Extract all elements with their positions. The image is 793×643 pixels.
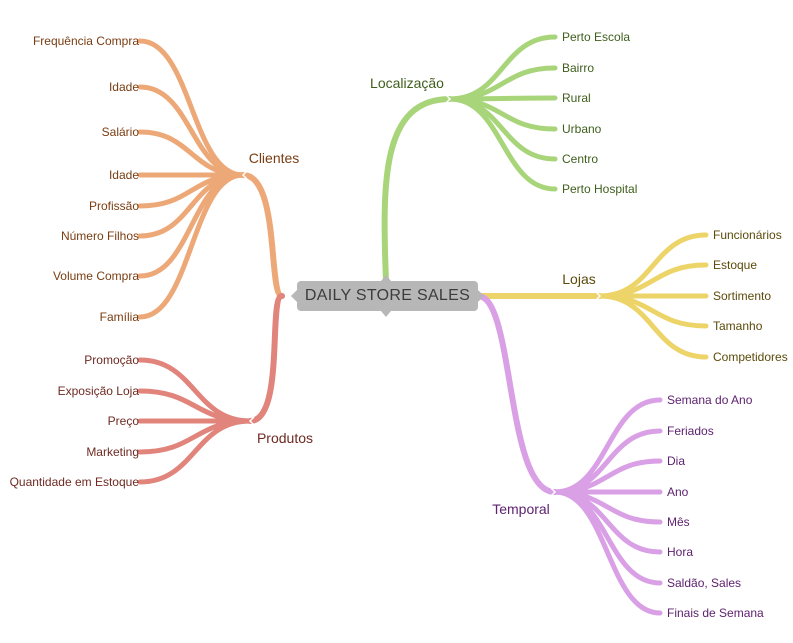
localizacao-leaf-3[interactable]: Urbano	[562, 122, 602, 136]
clientes-collapse-chevron-icon[interactable]	[241, 170, 248, 180]
temporal-leaf-link	[552, 489, 663, 616]
clientes-leaf-2[interactable]: Salário	[102, 125, 140, 139]
temporal-leaf-5[interactable]: Hora	[667, 545, 693, 559]
produtos-leaf-4[interactable]: Quantidade em Estoque	[10, 475, 140, 489]
produtos-leaf-0[interactable]: Promoção	[84, 353, 139, 367]
temporal-leaf-3[interactable]: Ano	[667, 485, 689, 499]
produtos-trunk-link	[247, 293, 285, 424]
localizacao-leaf-0[interactable]: Perto Escola	[562, 30, 630, 44]
localizacao-leaf-link	[447, 96, 558, 192]
clientes-leaf-5[interactable]: Número Filhos	[61, 229, 139, 243]
branch-label-clientes[interactable]: Clientes	[249, 150, 300, 166]
temporal-leaf-2[interactable]: Dia	[667, 454, 685, 468]
branch-label-localizacao[interactable]: Localização	[370, 75, 444, 91]
localizacao-leaf-1[interactable]: Bairro	[562, 61, 594, 75]
branch-label-lojas[interactable]: Lojas	[562, 271, 595, 287]
clientes-leaf-4[interactable]: Profissão	[89, 199, 139, 213]
lojas-leaf-4[interactable]: Competidores	[713, 350, 788, 364]
lojas-leaf-3[interactable]: Tamanho	[713, 319, 763, 333]
temporal-trunk-link	[475, 293, 558, 495]
collapse-handle-top	[381, 275, 391, 281]
lojas-leaf-2[interactable]: Sortimento	[713, 289, 771, 303]
clientes-leaf-1[interactable]: Idade	[109, 80, 139, 94]
central-topic-node[interactable]: DAILY STORE SALES	[291, 275, 484, 317]
clientes-leaf-6[interactable]: Volume Compra	[53, 269, 139, 283]
temporal-leaf-4[interactable]: Mês	[667, 515, 690, 529]
branch-clientes: Frequência CompraIdadeSalárioIdadeProfis…	[33, 34, 299, 324]
localizacao-leaf-4[interactable]: Centro	[562, 152, 598, 166]
produtos-collapse-chevron-icon[interactable]	[248, 416, 255, 426]
lojas-leaf-0[interactable]: Funcionários	[713, 228, 782, 242]
clientes-leaf-link	[137, 172, 246, 320]
produtos-leaf-link	[137, 418, 253, 485]
temporal-leaf-6[interactable]: Saldão, Sales	[667, 576, 741, 590]
localizacao-leaf-2[interactable]: Rural	[562, 91, 591, 105]
temporal-leaf-1[interactable]: Feriados	[667, 424, 714, 438]
branch-label-temporal[interactable]: Temporal	[492, 501, 550, 517]
clientes-leaf-3[interactable]: Idade	[109, 168, 139, 182]
temporal-leaf-7[interactable]: Finais de Semana	[667, 606, 764, 620]
produtos-leaf-1[interactable]: Exposição Loja	[58, 384, 140, 398]
branch-localizacao: Perto EscolaBairroRuralUrbanoCentroPerto…	[370, 30, 637, 284]
branch-label-produtos[interactable]: Produtos	[257, 430, 313, 446]
clientes-leaf-7[interactable]: Família	[100, 310, 140, 324]
lojas-leaf-link	[597, 293, 709, 360]
localizacao-trunk-link	[381, 96, 453, 284]
clientes-trunk-link	[240, 172, 285, 299]
produtos-leaf-2[interactable]: Preço	[108, 414, 140, 428]
central-topic-label: DAILY STORE SALES	[304, 287, 471, 304]
clientes-leaf-0[interactable]: Frequência Compra	[33, 34, 139, 48]
lojas-leaf-1[interactable]: Estoque	[713, 258, 757, 272]
collapse-handle-bottom	[381, 311, 391, 317]
localizacao-collapse-chevron-icon[interactable]	[445, 94, 452, 104]
branch-lojas: FuncionáriosEstoqueSortimentoTamanhoComp…	[475, 228, 788, 364]
temporal-leaf-0[interactable]: Semana do Ano	[667, 393, 753, 407]
lojas-collapse-chevron-icon[interactable]	[595, 291, 602, 301]
produtos-leaf-3[interactable]: Marketing	[86, 445, 139, 459]
localizacao-leaf-5[interactable]: Perto Hospital	[562, 182, 637, 196]
branch-temporal: Semana do AnoFeriadosDiaAnoMêsHoraSaldão…	[475, 293, 764, 620]
temporal-collapse-chevron-icon[interactable]	[550, 487, 557, 497]
